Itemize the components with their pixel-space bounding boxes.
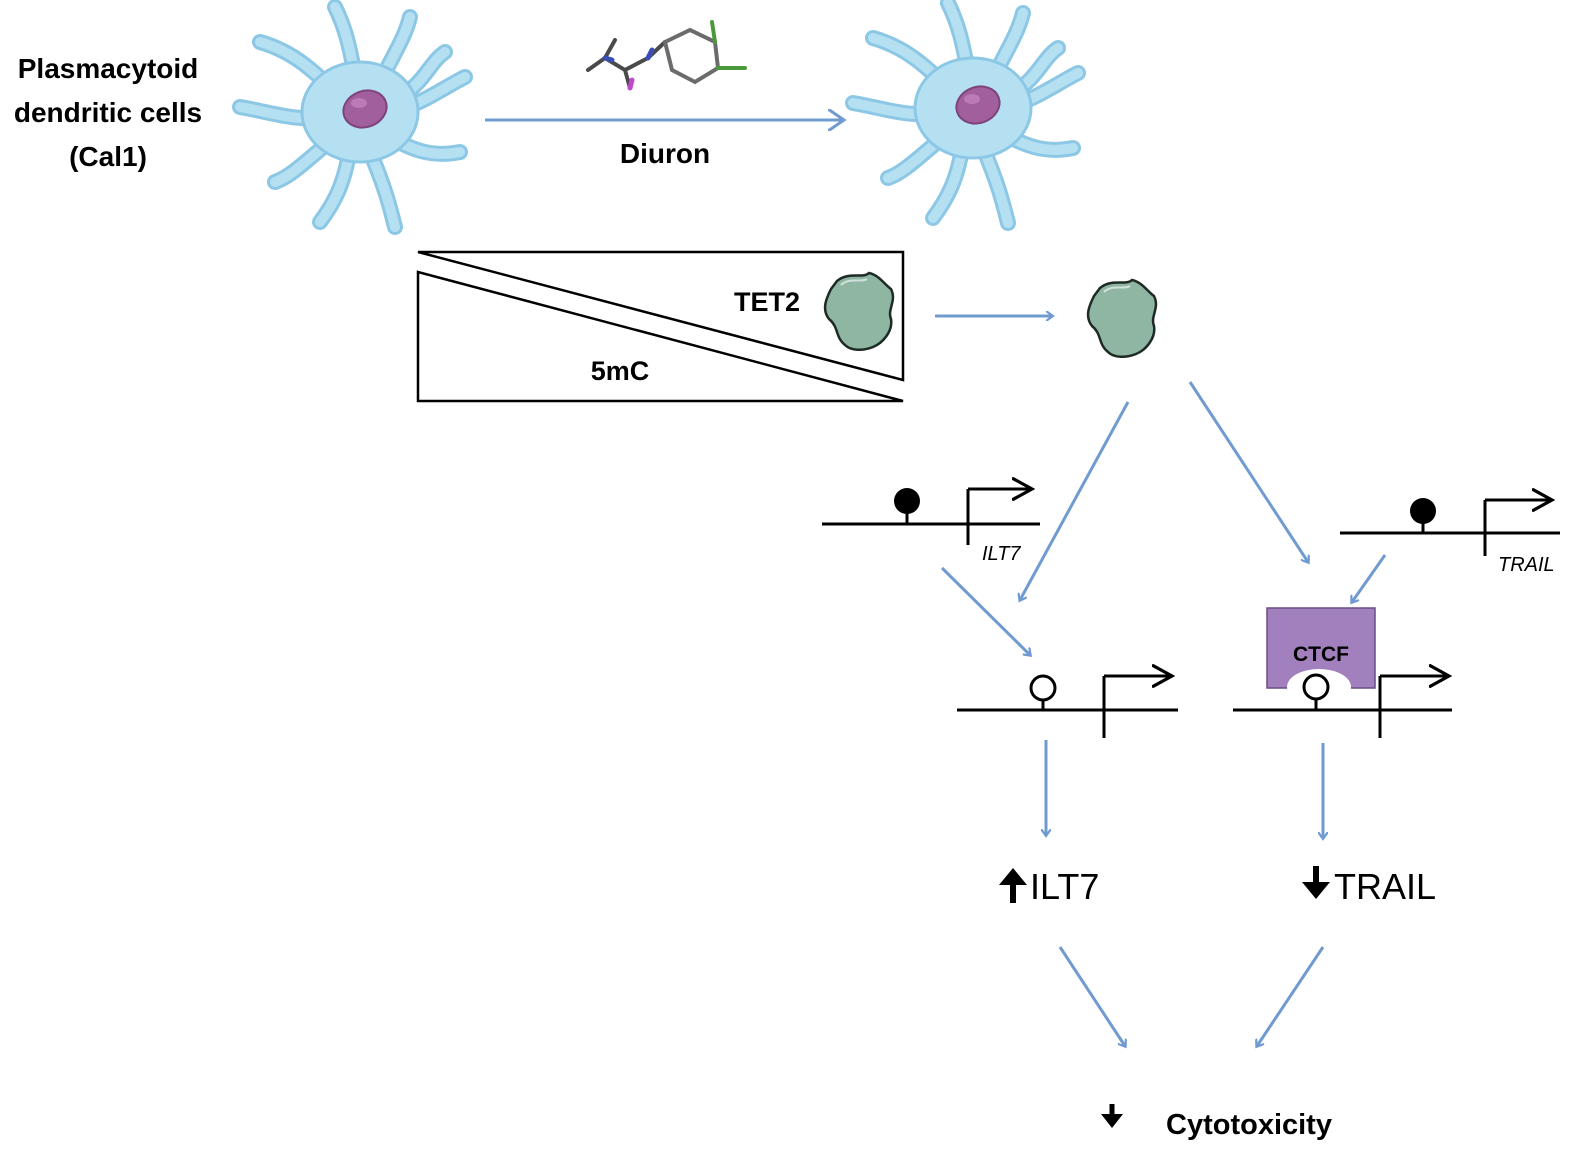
ilt7-demethylated-gene bbox=[957, 676, 1178, 738]
cell-label-line-3: (Cal1) bbox=[69, 141, 147, 172]
trail-to-cytotoxicity-arrow bbox=[1257, 946, 1325, 1046]
trail-methylated-gene bbox=[1340, 498, 1560, 556]
ilt7-demethylation-arrow bbox=[940, 566, 1030, 655]
5mc-label: 5mC bbox=[591, 356, 650, 386]
down-arrow-icon bbox=[1302, 866, 1330, 899]
up-arrow-icon bbox=[999, 868, 1027, 903]
ctcf-label: CTCF bbox=[1293, 643, 1349, 666]
unmethylated-site-icon bbox=[1302, 673, 1330, 701]
cell-label-line-1: Plasmacytoid bbox=[18, 53, 199, 84]
dendritic-cell-treated-icon bbox=[853, 3, 1078, 223]
treatment-label: Diuron bbox=[620, 138, 710, 169]
tet2-label: TET2 bbox=[734, 287, 800, 317]
ilt7-to-cytotoxicity-arrow bbox=[1058, 946, 1125, 1046]
cytotoxicity-label: Cytotoxicity bbox=[1166, 1109, 1332, 1141]
tet2-to-ilt7-arrow bbox=[1020, 401, 1130, 600]
diuron-molecule-icon bbox=[586, 20, 747, 91]
trail-outcome-label: TRAIL bbox=[1334, 866, 1436, 907]
down-arrow-icon bbox=[1101, 1104, 1123, 1128]
methyl-group-icon bbox=[1410, 498, 1436, 524]
dendritic-cell-untreated-icon bbox=[240, 7, 465, 227]
unmethylated-site-icon bbox=[1029, 674, 1057, 702]
trail-demethylation-arrow bbox=[1352, 554, 1387, 602]
cell-label-line-2: dendritic cells bbox=[14, 97, 202, 128]
tet2-to-trail-arrow bbox=[1188, 381, 1308, 562]
ilt7-outcome-label: ILT7 bbox=[1030, 866, 1099, 907]
ilt7-methylated-gene bbox=[822, 488, 1040, 545]
5mc-gradient-wedge bbox=[416, 270, 904, 403]
tet2-protein-icon bbox=[1086, 278, 1158, 359]
ilt7-gene-label: ILT7 bbox=[982, 543, 1021, 565]
trail-gene-label: TRAIL bbox=[1498, 554, 1555, 576]
tet2-gradient-wedge bbox=[417, 250, 905, 382]
tet2-5mc-gradient bbox=[416, 250, 905, 403]
methyl-group-icon bbox=[894, 488, 920, 514]
trail-demethylated-gene bbox=[1233, 607, 1452, 738]
